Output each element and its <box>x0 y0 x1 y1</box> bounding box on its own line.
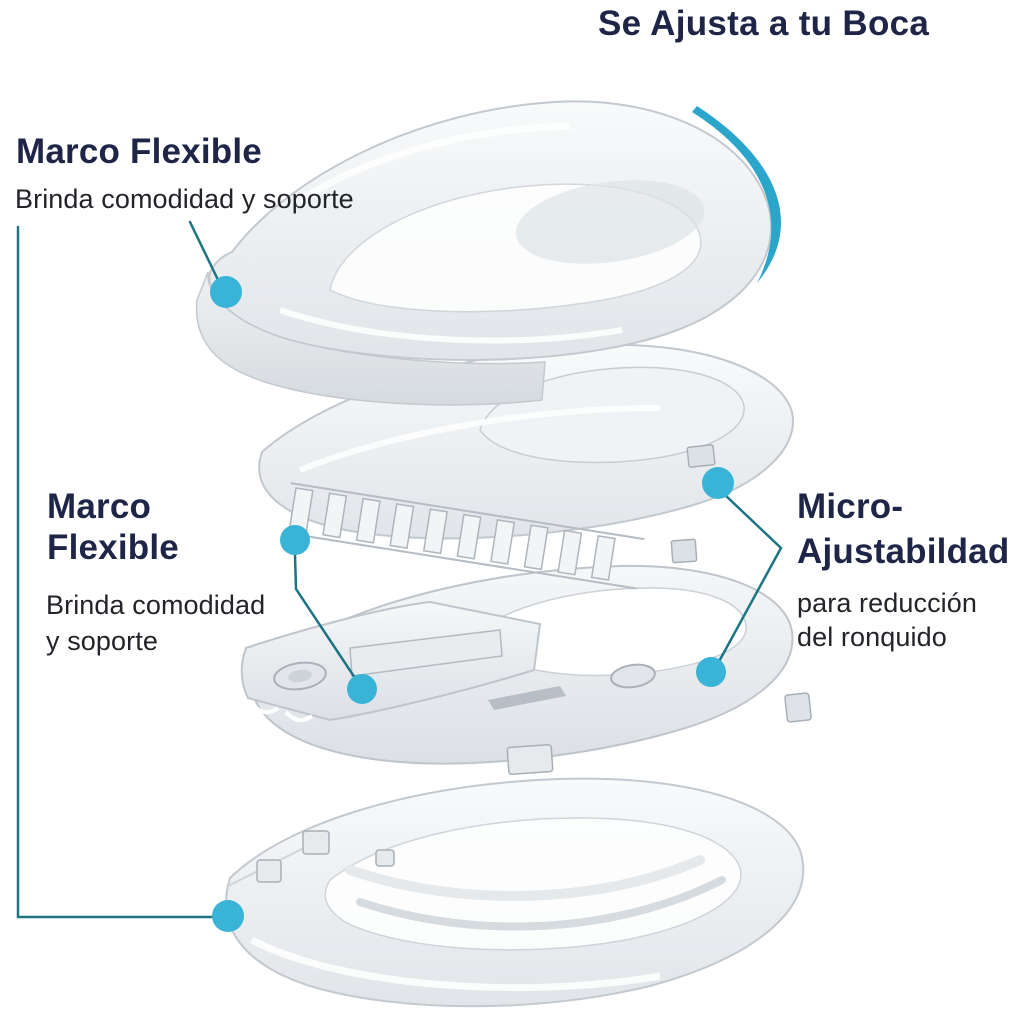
callout-title-right: Micro- Ajustabildad <box>797 484 1009 574</box>
upper-tray-cavity-shade <box>515 180 705 264</box>
callout-subtitle-right-line1: para reducción <box>797 588 978 618</box>
callout-dot-upper-tray <box>210 276 242 308</box>
frame-highlight <box>298 405 661 473</box>
plate-slide-slot <box>349 629 503 677</box>
callout-title-mid-left-line1: Marco <box>47 487 152 526</box>
frame-vent-slats <box>282 482 645 590</box>
upper-tray-front-wall <box>195 271 546 406</box>
callout-subtitle-mid-left-line2: y soporte <box>46 626 158 656</box>
plate-center-notch <box>468 587 747 677</box>
frame-inner-channel <box>479 366 745 464</box>
callout-dots <box>210 276 734 932</box>
callout-title-right-line1: Micro- <box>797 487 904 526</box>
callout-line-top-left <box>188 220 222 286</box>
callout-subtitle-top-left: Brinda comodidad y soporte <box>15 184 354 214</box>
callout-title-top-left: Marco Flexible <box>16 132 262 171</box>
callout-dot-bottom-tray <box>212 900 244 932</box>
callout-title-mid-left: Marco Flexible <box>47 486 179 568</box>
callout-dot-plate-right <box>696 657 726 687</box>
bottom-tray-inner-curve-2 <box>345 855 705 901</box>
upper-tray-highlight-2 <box>298 122 571 203</box>
bottom-tray-layer <box>225 777 805 1008</box>
callout-subtitle-right: para reducción del ronquido <box>797 586 977 654</box>
callout-subtitle-right-line2: del ronquido <box>797 622 947 652</box>
plate-front-tabs <box>506 692 812 776</box>
bottom-tray-posts <box>256 830 395 883</box>
plate-screw-hole-right <box>610 663 656 689</box>
plate-tooth-scallops <box>250 702 314 723</box>
bottom-tray-inner-curve <box>356 876 726 931</box>
page-title: Se Ajusta a tu Boca <box>598 4 930 43</box>
upper-tray-highlight <box>279 307 623 344</box>
frame-side-tabs <box>670 444 716 564</box>
bottom-tray-rim-highlight <box>250 936 661 992</box>
callout-subtitle-mid-left-line1: Brinda comodidad <box>46 590 266 620</box>
callout-lines <box>16 220 783 919</box>
fit-motion-arc <box>692 106 781 283</box>
callout-title-mid-left-line2: Flexible <box>47 528 179 567</box>
adjustment-plate-layer <box>240 564 812 776</box>
callout-subtitle-mid-left: Brinda comodidad y soporte <box>46 587 265 659</box>
callout-line-bottom-left <box>16 225 215 919</box>
callout-dot-plate-left <box>347 674 377 704</box>
callout-dot-frame-left <box>280 525 310 555</box>
callout-line-mid-left <box>293 553 361 686</box>
upper-tray-layer <box>195 100 773 406</box>
plate-screw-hole-left-inner <box>288 669 312 683</box>
callout-line-right <box>714 492 783 669</box>
callout-title-right-line2: Ajustabildad <box>797 532 1010 571</box>
plate-slot-handle <box>488 686 566 710</box>
callout-dot-frame-right <box>702 467 734 499</box>
